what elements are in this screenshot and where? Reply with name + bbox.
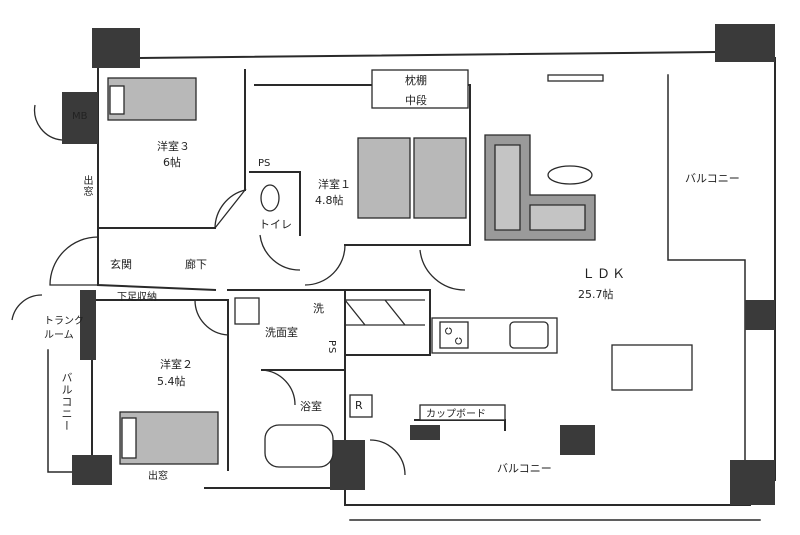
wall-block-bottom-right [730,460,775,505]
label-balcony-left: バルコニー [60,372,73,432]
outer-wall-bottom [204,487,751,506]
label-western1-size: 4.8帖 [315,194,344,207]
label-bay-window-left: 出窓 [81,175,92,197]
dining-table [611,344,693,391]
wall-toilet [249,171,301,236]
cupboard-unit [419,404,506,421]
wall-block-mid-right [745,300,775,330]
bed-room1-a [357,137,411,219]
wall-kitchen-counter [344,289,431,356]
label-western2-size: 5.4帖 [157,375,186,388]
label-balcony-right: バルコニー [685,172,740,185]
wall-bath [261,369,346,471]
label-corridor: 廊下 [185,258,207,271]
kitchen-shelves [344,299,425,326]
bathtub [264,424,334,468]
label-ldk-name: ＬＤＫ [582,267,628,282]
label-washer: 洗 [313,302,324,315]
label-fridge: R [355,399,363,412]
fridge-box [349,394,373,418]
bed-room2-pillow [121,417,137,459]
label-western3-size: 6帖 [163,156,181,169]
label-western1-name: 洋室１ [318,178,351,191]
kitchen-sink [509,321,549,349]
wall-block-mb [62,92,98,144]
stove-burners [445,327,462,345]
label-balcony-bottom: バルコニー [497,462,552,475]
door-toilet [259,234,301,271]
label-toilet: トイレ [259,218,292,231]
wall-block-bath [330,440,365,490]
door-ldk-bottom [369,439,406,476]
door-room1 [304,244,346,286]
wall-block-bottom-left [72,455,112,485]
door-bath [261,369,296,406]
wall-block-trunk [80,290,96,360]
door-entrance [49,236,99,286]
wall-block-cupboard-right [560,425,595,455]
closet-room1 [371,69,469,109]
label-pillow-shelf: 枕棚 [405,74,427,87]
kitchen-stove [439,321,469,349]
range-hood [547,74,604,82]
sofa-cushions [494,144,586,231]
wall-block-top-right [715,24,775,62]
label-trunk-room-1: トランク [44,316,84,327]
door-ldk [419,249,466,291]
label-western2-name: 洋室２ [160,358,193,371]
balcony-right-rail [667,74,746,471]
door-mb [33,104,63,141]
door-room2 [194,299,229,336]
label-ldk-size: 25.7帖 [578,288,614,301]
coffee-table [547,165,593,185]
label-cupboard: カップボード [426,409,486,420]
wall-block-cupboard-left [410,425,440,440]
door-room3 [214,188,247,229]
toilet-bowl [260,184,280,212]
bed-room3-pillow [109,85,125,115]
label-ps-1: PS [258,158,271,169]
outer-wall-top [138,50,717,60]
label-washroom: 洗面室 [265,326,298,339]
bed-room1-b [413,137,467,219]
label-bay-window-bottom: 出窓 [148,471,168,482]
wash-basin [234,297,260,325]
label-entrance: 玄関 [110,258,132,271]
label-mb: MB [72,111,88,122]
label-shoe-storage: 下足収納 [117,292,157,303]
label-western3-name: 洋室３ [157,140,190,153]
label-middle-shelf: 中段 [405,94,427,107]
wall-block-top-left [92,28,140,68]
label-trunk-room-2: ルーム [44,330,74,341]
door-trunk [11,294,43,321]
label-bathroom: 浴室 [300,400,322,413]
label-ps-2: PS [326,340,337,355]
